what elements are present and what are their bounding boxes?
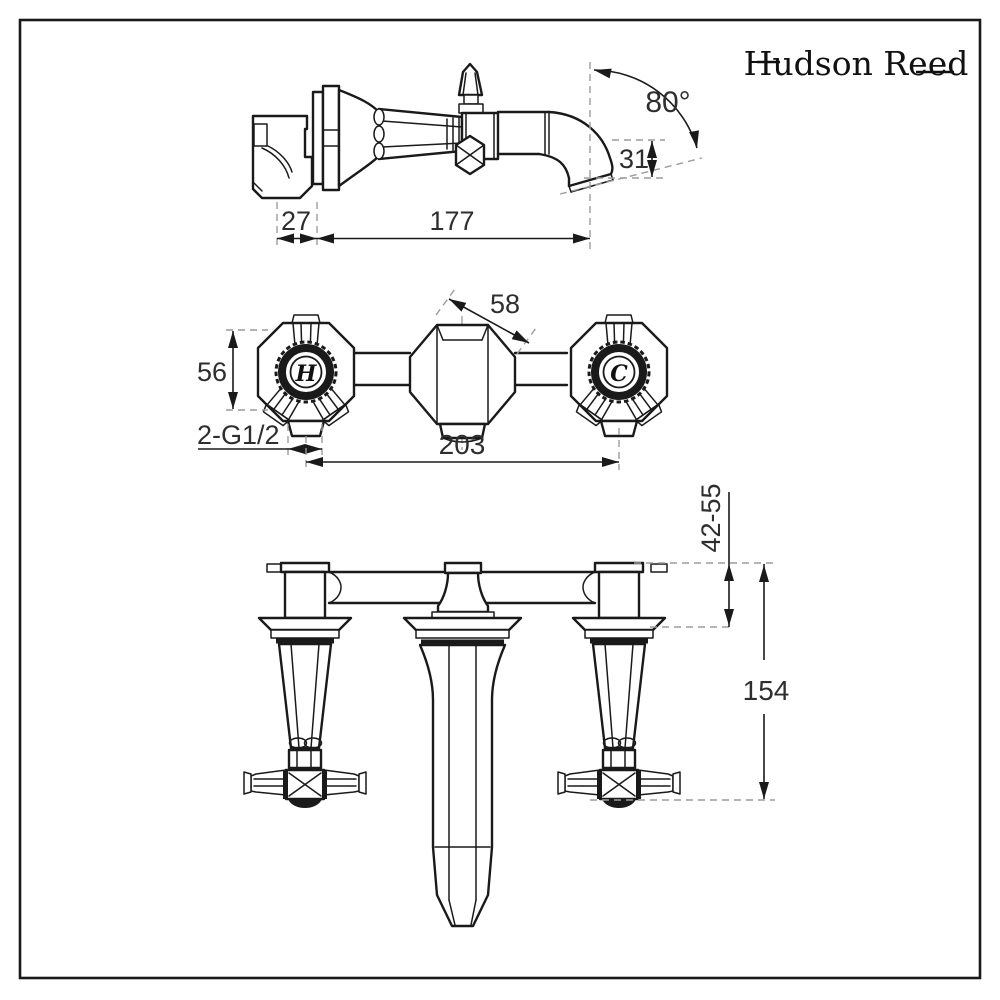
dim-depth-label: 42-55: [696, 483, 726, 552]
dim-drop-31: 31: [584, 139, 665, 179]
plan-view: 42-55 154: [244, 483, 790, 928]
drawing-border: [18, 18, 982, 980]
spout-body: [337, 88, 464, 188]
wall-fitting: [251, 114, 314, 200]
dim-projection-154: 154: [590, 564, 790, 801]
spout-bend: [496, 110, 614, 193]
top-knob: [457, 62, 484, 97]
dim-reach-177: 177: [317, 206, 590, 244]
dim-handle-56: 56: [197, 329, 268, 411]
diverter-valve: [454, 62, 500, 176]
cold-letter: C: [610, 361, 628, 387]
right-lug: [650, 563, 668, 573]
dim-boss-label: 58: [490, 289, 520, 319]
hot-handle: H: [258, 315, 354, 436]
dim-angle-label: 80°: [645, 86, 690, 119]
dim-projection-label: 154: [743, 675, 790, 706]
dim-centres-203: 203: [305, 428, 620, 470]
cold-valve-plan: [558, 563, 680, 808]
dim-handle-height-label: 56: [197, 357, 227, 387]
brand-logo-text: Hudson Reed: [744, 44, 969, 83]
wall-bar: [266, 563, 668, 605]
dim-reach-label: 177: [429, 206, 474, 236]
connecting-bar: [352, 351, 569, 387]
dim-wall-depth-label: 27: [281, 206, 311, 236]
dim-centres-label: 203: [439, 429, 486, 460]
hot-valve-plan: [244, 563, 366, 808]
dim-boss-58: 58: [435, 288, 537, 355]
spout-boss: [408, 316, 517, 450]
wall-plate: [311, 84, 341, 192]
spout-plan: [402, 561, 523, 928]
dim-depth-42-55: 42-55: [634, 483, 775, 628]
front-view: H C 58 56 2-G1/2: [197, 288, 667, 470]
hot-letter: H: [295, 361, 318, 387]
side-view: 80° 31 27 177: [251, 62, 703, 252]
dim-thread-label: 2-G1/2: [197, 420, 280, 450]
cold-handle: C: [571, 315, 667, 436]
dim-wall-27: 27: [276, 202, 318, 250]
dim-angle-80: 80°: [559, 62, 703, 252]
brand-logo: Hudson Reed: [744, 44, 969, 83]
dim-drop-label: 31: [619, 144, 649, 174]
dim-thread: 2-G1/2: [197, 420, 323, 458]
